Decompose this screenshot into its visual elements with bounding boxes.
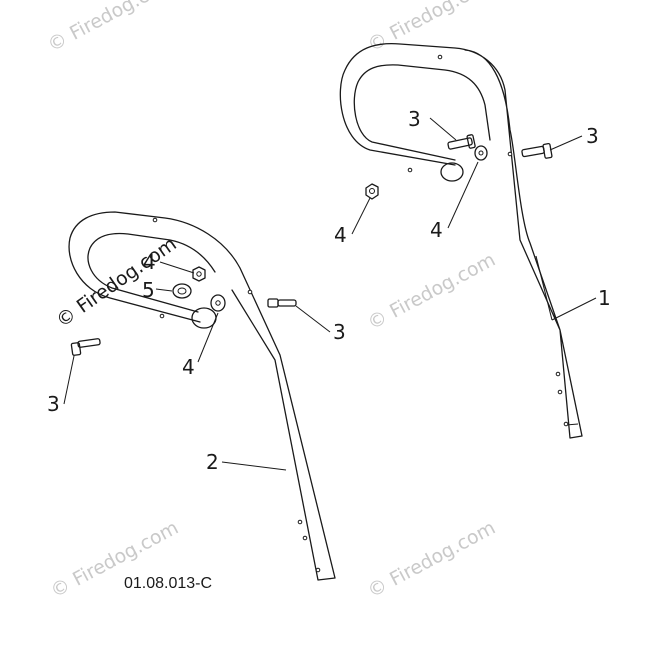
washer [210, 294, 226, 312]
callout-3: 3 [47, 392, 60, 416]
hardware [70, 134, 553, 356]
callout-3: 3 [586, 124, 599, 148]
bolt [70, 338, 101, 356]
hole [159, 313, 165, 319]
left-handle-outer [68, 211, 336, 581]
bolt [521, 142, 553, 159]
hole [315, 567, 321, 573]
hole [302, 535, 308, 541]
callout-3: 3 [333, 320, 346, 344]
watermark: © Firedog.com [364, 517, 499, 603]
right-handle-seam [535, 255, 553, 321]
bolt [447, 134, 476, 150]
callout-2: 2 [206, 450, 219, 474]
hole [247, 289, 253, 295]
right-tube-end [440, 162, 464, 182]
watermarks: © Firedog.com © Firedog.com © Firedog.co… [44, 0, 499, 602]
callout-1: 1 [598, 286, 611, 310]
hole [297, 519, 303, 525]
callout-4: 4 [334, 223, 347, 247]
nut [192, 266, 206, 282]
nut [365, 183, 379, 200]
watermark: © Firedog.com [364, 0, 499, 56]
hole [507, 151, 513, 157]
watermark: © Firedog.com [44, 0, 179, 56]
hole [407, 167, 413, 173]
left-handle-inner [87, 232, 216, 313]
callout-4: 4 [430, 218, 443, 242]
hole [557, 389, 563, 395]
callout-3: 3 [408, 107, 421, 131]
bolt [267, 298, 297, 308]
hole [555, 371, 561, 377]
watermark: © Firedog.com [364, 249, 499, 335]
leader-lines [63, 117, 597, 471]
left-tube-end [191, 307, 217, 329]
hole [152, 217, 158, 223]
washer [474, 145, 488, 161]
left-handle [68, 211, 336, 581]
right-handle-inner [353, 64, 491, 161]
callout-4: 4 [143, 250, 156, 274]
spacer [172, 283, 192, 299]
callout-labels: 3 3 4 4 1 4 5 4 3 3 2 [47, 107, 611, 474]
hole [563, 421, 569, 427]
right-handle [339, 42, 583, 439]
callout-5: 5 [142, 278, 155, 302]
right-handle-outer [339, 42, 583, 439]
drawing-code: 01.08.013-C [124, 575, 212, 592]
callout-4: 4 [182, 355, 195, 379]
hole [437, 54, 443, 60]
